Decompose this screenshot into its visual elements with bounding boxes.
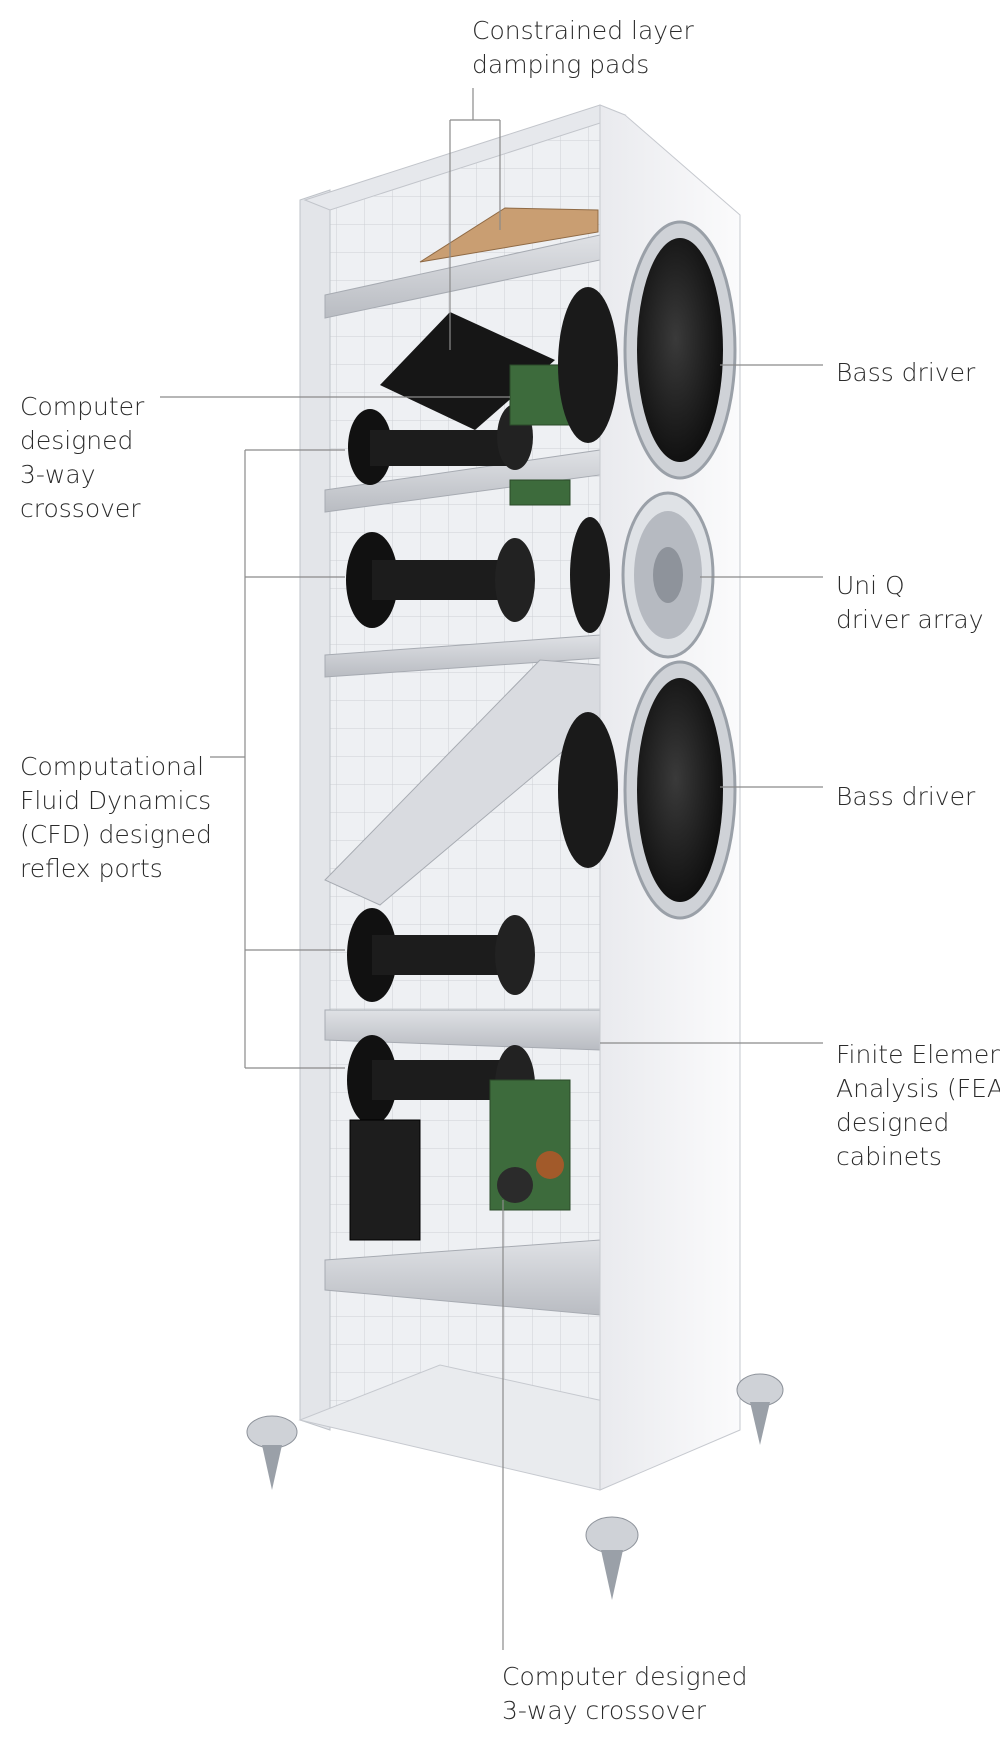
crossover-board-mid <box>509 479 571 506</box>
label-line: cabinets <box>836 1142 942 1171</box>
label-line: Computer designed <box>502 1662 748 1691</box>
terminal-panel <box>349 1119 421 1241</box>
damping-pad-black <box>380 312 555 430</box>
label-line: 3-way crossover <box>502 1696 707 1725</box>
label-crossover-top: Computer designed 3-way crossover <box>20 390 144 526</box>
label-cfd-ports: Computational Fluid Dynamics (CFD) desig… <box>20 750 212 886</box>
feet <box>246 1373 784 1600</box>
leader-lines <box>160 88 823 1650</box>
label-line: Computational <box>20 752 205 781</box>
drivers <box>558 220 737 920</box>
label-crossover-bottom: Computer designed 3-way crossover <box>502 1660 748 1728</box>
foot-left <box>246 1415 298 1490</box>
label-line: Fluid Dynamics <box>20 786 212 815</box>
label-line: driver array <box>836 605 984 634</box>
reflex-port-2 <box>346 532 535 628</box>
reflex-port-3 <box>347 908 535 1002</box>
crossover-capacitor <box>497 1167 533 1203</box>
damping-pads <box>380 207 599 430</box>
label-line: 3-way <box>20 460 96 489</box>
label-line: Finite Element <box>836 1040 1000 1069</box>
leader-cfd-bracket <box>210 449 345 1069</box>
foot-right <box>736 1373 784 1445</box>
crossover-boards <box>349 364 571 1241</box>
cabinet-side-wall <box>299 189 331 1431</box>
leader-damping-pads <box>449 88 501 350</box>
label-bass-driver-mid: Bass driver <box>836 780 975 814</box>
label-line: Bass driver <box>836 358 976 387</box>
label-uni-q: Uni Q driver array <box>836 569 984 637</box>
label-line: Constrained layer <box>472 16 694 45</box>
label-damping-pads: Constrained layer damping pads <box>472 14 694 82</box>
label-fea-cabinets: Finite Element Analysis (FEA) designed c… <box>836 1038 1000 1174</box>
crossover-inductor <box>536 1151 564 1179</box>
foot-front <box>585 1516 639 1600</box>
label-line: crossover <box>20 494 141 523</box>
label-line: Computer <box>20 392 145 421</box>
label-line: designed <box>836 1108 950 1137</box>
bass-driver-mid <box>558 660 737 920</box>
uni-q-driver-array <box>570 491 715 659</box>
damping-pad-top <box>419 207 599 263</box>
label-line: Bass driver <box>836 782 976 811</box>
label-line: Analysis (FEA) <box>836 1074 1000 1103</box>
label-bass-driver-top: Bass driver <box>836 356 975 390</box>
label-line: damping pads <box>472 50 650 79</box>
label-line: (CFD) designed <box>20 820 212 849</box>
bass-driver-top <box>558 220 737 480</box>
label-line: Uni Q <box>836 571 905 600</box>
label-line: designed <box>20 426 134 455</box>
label-line: reflex ports <box>20 854 163 883</box>
